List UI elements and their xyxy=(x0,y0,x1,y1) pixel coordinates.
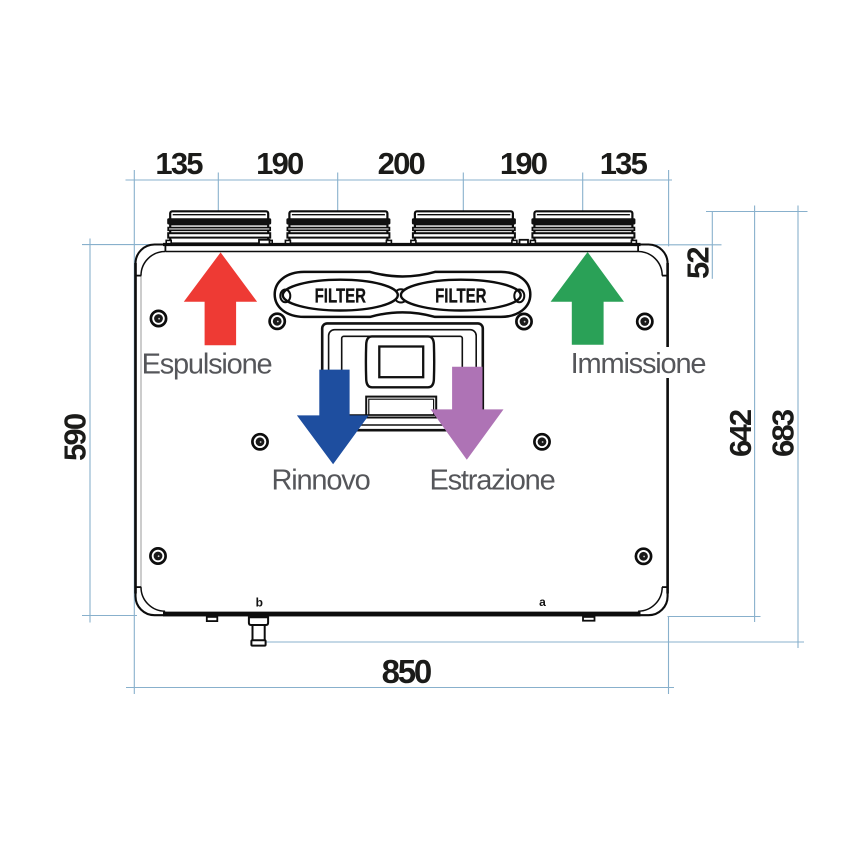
svg-text:Rinnovo: Rinnovo xyxy=(272,464,370,496)
svg-text:190: 190 xyxy=(500,146,547,181)
svg-text:850: 850 xyxy=(382,653,431,690)
svg-text:642: 642 xyxy=(723,410,758,457)
svg-text:Espulsione: Espulsione xyxy=(142,349,272,381)
svg-text:52: 52 xyxy=(680,248,715,279)
svg-text:FILTER: FILTER xyxy=(435,284,487,307)
svg-text:a: a xyxy=(539,595,546,609)
svg-text:683: 683 xyxy=(766,409,801,457)
svg-text:135: 135 xyxy=(155,146,203,181)
svg-text:200: 200 xyxy=(378,146,425,181)
svg-text:FILTER: FILTER xyxy=(315,284,367,307)
svg-text:Estrazione: Estrazione xyxy=(429,464,554,496)
svg-text:190: 190 xyxy=(256,146,303,181)
svg-text:Immissione: Immissione xyxy=(571,348,706,380)
svg-text:590: 590 xyxy=(57,414,92,461)
svg-text:135: 135 xyxy=(600,146,648,181)
svg-text:b: b xyxy=(256,596,263,610)
